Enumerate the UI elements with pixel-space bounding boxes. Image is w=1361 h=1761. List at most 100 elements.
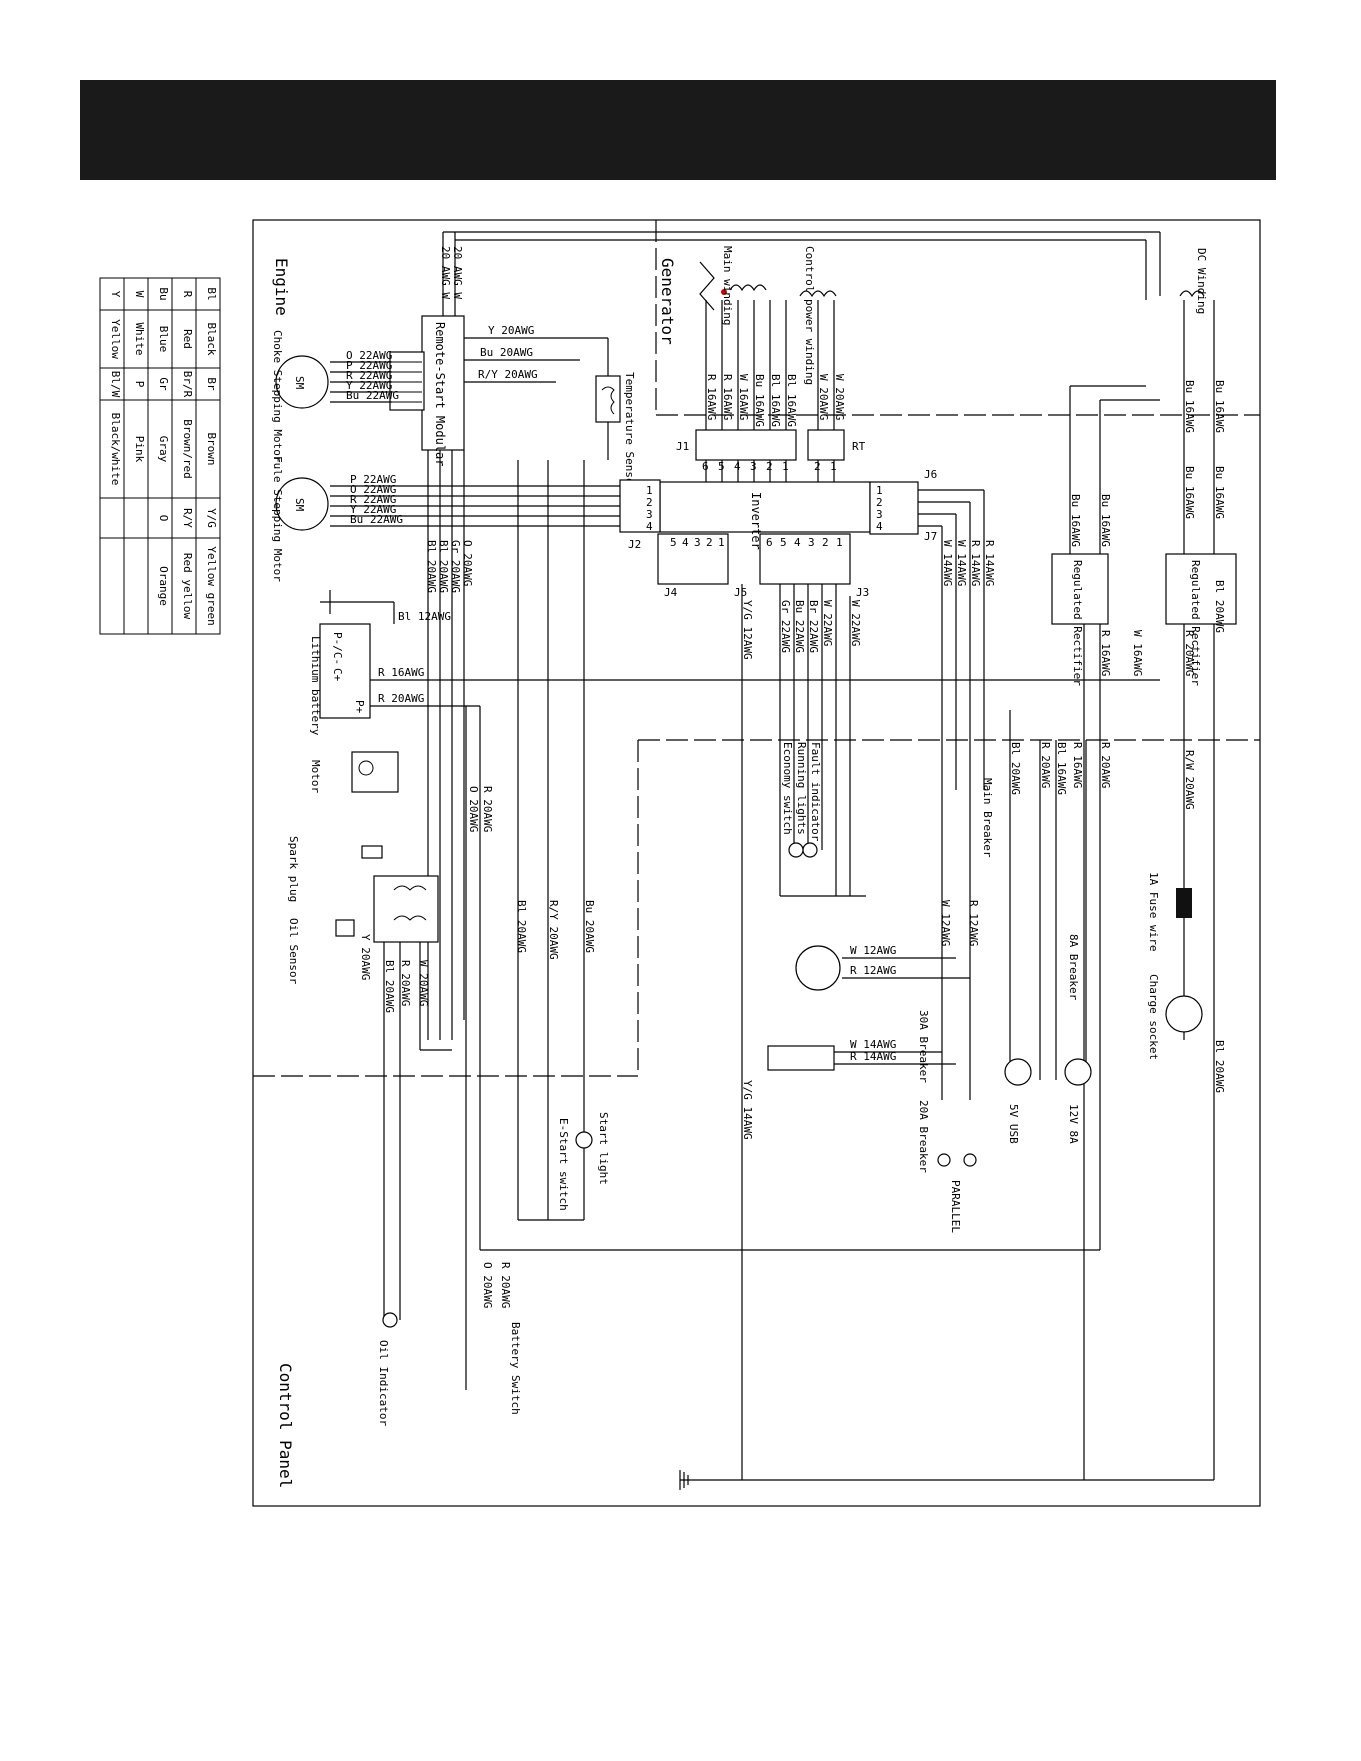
breaker-8a-label: 8A Breaker: [1067, 934, 1080, 1001]
start-light-label: Start light: [597, 1112, 610, 1185]
parallel-label: PARALLEL: [949, 1180, 962, 1233]
wire-label: 20 AWG W: [439, 246, 452, 299]
wire-label: W 22AWG: [821, 600, 834, 646]
wire-label: Br 22AWG: [807, 600, 820, 653]
j3-label: J3: [856, 586, 869, 599]
main-winding-label: Main winding: [721, 246, 734, 325]
legend-abbr: Bu: [157, 287, 170, 300]
charge-socket: [1165, 995, 1203, 1033]
pin: 5: [780, 536, 787, 549]
wire-label: W 22AWG: [849, 600, 862, 646]
usb-socket: [1004, 1058, 1032, 1086]
breaker-30a-label: 30A Breaker: [917, 1010, 930, 1083]
wire-label: W 16AWG: [1131, 630, 1144, 676]
parallel-terminal: [963, 1153, 977, 1167]
wire-label: Gr 22AWG: [779, 600, 792, 653]
spark-plug-label: Spark plug: [287, 836, 300, 902]
wire-label: Bl 16AWG: [1055, 742, 1068, 795]
wire-label: Bl 12AWG: [398, 610, 451, 623]
wire-label: Bl 20AWG: [425, 540, 438, 593]
pin: 5: [670, 536, 677, 549]
pin: 2: [876, 496, 883, 509]
wire-label: Y 20AWG: [488, 324, 534, 337]
wire-label: R 20AWG: [378, 692, 424, 705]
pin: 2: [822, 536, 829, 549]
lithium-battery: [319, 623, 371, 719]
legend-color: Red: [181, 329, 194, 349]
legend-abbr: Y: [109, 291, 122, 298]
legend-color: Gray: [157, 436, 170, 463]
fuel-motor-label: Fule Stepping Motor: [271, 456, 284, 582]
wire-label: R 20AWG: [1183, 630, 1196, 676]
wire-label: W 14AWG: [955, 540, 968, 586]
legend-color: Yellow: [109, 319, 122, 359]
wire-label: Y 20AWG: [359, 934, 372, 980]
wire-label: R 16AWG: [721, 374, 734, 420]
wire-label: Bl 16AWG: [785, 374, 798, 427]
outlet-30a: [795, 945, 841, 991]
oil-sensor-icon: [335, 919, 355, 937]
wire-label: R 16AWG: [705, 374, 718, 420]
dc-12v-label: 12V 8A: [1067, 1104, 1080, 1144]
wire-label: R/W 20AWG: [1183, 750, 1196, 810]
pin: 2: [766, 460, 773, 473]
j5-label: J5: [734, 586, 747, 599]
pin: 1: [830, 460, 837, 473]
wire-label: Bl 20AWG: [437, 540, 450, 593]
wire-label: Bl 20AWG: [1009, 742, 1022, 795]
wire-label: P 22AWG: [350, 473, 396, 486]
main-winding: [699, 261, 767, 311]
wire-label: Bu 16AWG: [753, 374, 766, 427]
ground-icon: [679, 1470, 689, 1490]
wire-label: Bu 22AWG: [346, 389, 399, 402]
wire-label: Bu 16AWG: [1099, 494, 1112, 547]
wire-label: W 20AWG: [833, 374, 846, 420]
wire-label: R 20AWG: [1039, 742, 1052, 788]
wire-label: W 20AWG: [817, 374, 830, 420]
pin: 2: [646, 496, 653, 509]
legend-abbr: Bl: [205, 287, 218, 300]
wire-label: R 20AWG: [481, 786, 494, 832]
dc-winding: [1145, 232, 1205, 300]
wire-label: W 20AWG: [417, 960, 430, 1006]
oil-indicator-lamp: [382, 1312, 398, 1328]
control-panel-title: Control Panel: [276, 1363, 295, 1488]
wire-label: Bu 22AWG: [350, 513, 403, 526]
rectifier-label: Regulated Rectifier: [1189, 560, 1202, 686]
color-legend: Bl Black Br Brown Y/G Yellow green R Red…: [99, 277, 221, 635]
breaker-20a-label: 20A Breaker: [917, 1100, 930, 1173]
wire-label: R 20AWG: [399, 960, 412, 1006]
inverter: [659, 481, 871, 533]
legend-color: Orange: [157, 566, 170, 606]
regulated-rectifier-2: [1165, 553, 1237, 625]
j4-label: J4: [664, 586, 678, 599]
control-winding-label: Control power winding: [803, 246, 816, 385]
wire-label: Y 22AWG: [350, 503, 396, 516]
j4-connector: [657, 533, 729, 585]
pin: 4: [876, 520, 883, 533]
j6-connector: [869, 481, 919, 535]
legend-color: Black/white: [109, 413, 122, 486]
battery-pin: C+: [331, 668, 344, 682]
wire-label: W 12AWG: [850, 944, 896, 957]
temperature-sensor: [595, 375, 621, 423]
wire-label: Bl 20AWG: [515, 900, 528, 953]
pin: 1: [836, 536, 843, 549]
wire-label: Y/G 12AWG: [741, 600, 754, 660]
wire-label: R 20AWG: [499, 1262, 512, 1308]
wire-label: R/Y 20AWG: [547, 900, 560, 960]
diagram-frame: [252, 219, 1261, 1507]
wire-label: R 16AWG: [1099, 630, 1112, 676]
sensor-icon: [601, 386, 615, 415]
wire-label: R 16AWG: [1071, 742, 1084, 788]
legend-abbr: P: [133, 381, 146, 388]
legend-color: Pink: [133, 436, 146, 463]
motor: [351, 751, 399, 793]
motor-label: Motor: [309, 760, 322, 793]
outlet-20a: [767, 1045, 835, 1071]
lithium-battery-label: Lithium battery: [309, 636, 322, 736]
wire-label: R 12AWG: [967, 900, 980, 946]
wire-label: Bu 22AWG: [793, 600, 806, 653]
pin: 2: [814, 460, 821, 473]
regulated-rectifier-1: [1051, 553, 1109, 625]
